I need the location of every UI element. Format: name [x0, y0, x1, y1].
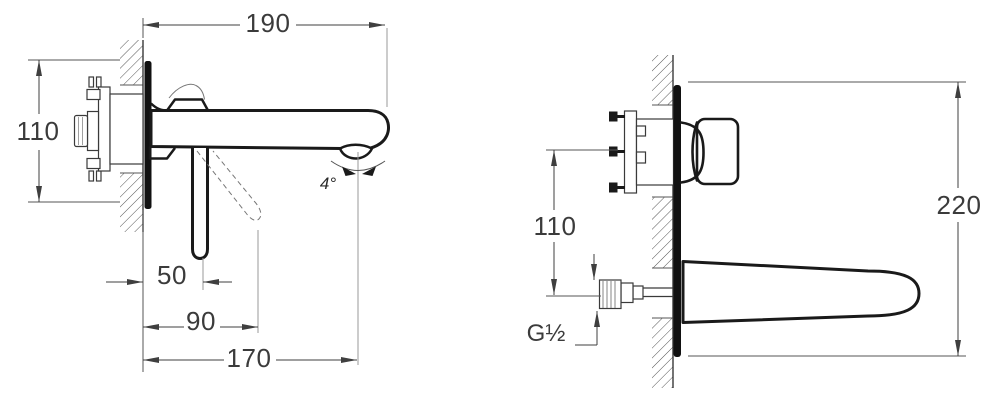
dim-label-handle-offset: 50 [157, 260, 187, 290]
dimension-valve-height: 110 [17, 59, 120, 203]
dim-label-spout-length: 190 [246, 8, 291, 38]
mounting-pin [95, 76, 102, 88]
faucet-handle-front [679, 117, 740, 186]
handle-stem-curve [691, 121, 699, 182]
dim-label-plate-height: 220 [937, 190, 982, 220]
lever-pivot-cap [150, 98, 210, 112]
handle-base [148, 146, 176, 160]
dim-label-inlet-height: 110 [534, 211, 577, 241]
handle-swung-outline [196, 150, 262, 221]
wall-hatch-bottom [120, 173, 143, 232]
aerator [338, 143, 374, 160]
front-view: 110 G½ 220 [527, 55, 982, 388]
faucet-handle-side [191, 146, 209, 260]
angle-arc [330, 160, 386, 171]
dimension-spout-reach: 170 [143, 343, 357, 373]
angle-arrow-left [342, 166, 356, 176]
threaded-inlet [598, 279, 674, 310]
handle-knob [695, 117, 740, 186]
screw [609, 146, 618, 157]
bracket-screw [86, 157, 101, 170]
dimension-inlet-height: 110 [534, 149, 618, 297]
lever-raised-outline [168, 83, 205, 100]
bracket-notch [635, 125, 647, 137]
inlet-flange [620, 282, 634, 304]
dim-label-handle-reach: 90 [186, 306, 216, 336]
thread-ridges [602, 281, 616, 308]
inlet-thread [598, 279, 622, 310]
mounting-pin [95, 170, 102, 182]
dimension-handle-reach: 90 [143, 306, 258, 336]
faucet-spout-front [681, 260, 921, 324]
angle-arrow-right [362, 166, 376, 176]
wall-hatch-side [120, 40, 144, 232]
mounting-pin [88, 170, 95, 182]
escutcheon-plate-front [673, 85, 681, 357]
wall-hatch-bottom [652, 318, 673, 388]
dim-label-valve-height: 110 [17, 116, 60, 146]
valve-housing [109, 93, 144, 165]
dimension-plate-height: 220 [688, 81, 982, 357]
bracket-screws [609, 111, 625, 193]
wall-hatch-front [652, 55, 674, 388]
side-view: 190 110 50 90 170 [17, 8, 390, 373]
dim-label-spout-reach: 170 [227, 343, 272, 373]
wall-hatch-top [120, 40, 143, 85]
dimension-handle-offset: 50 [106, 260, 232, 290]
wall-hatch-middle [652, 197, 673, 268]
dimension-spout-length: 190 [143, 8, 385, 38]
screw [609, 111, 618, 122]
mounting-bracket [623, 110, 638, 194]
cartridge-knob [73, 114, 89, 148]
screw [609, 182, 618, 193]
handle-escutcheon-dome [679, 121, 705, 184]
mounting-pin [88, 76, 95, 88]
inlet-neck [632, 285, 644, 300]
dim-label-thread-size: G½ [527, 320, 566, 347]
dim-label-spout-angle: 4° [320, 174, 336, 193]
concealed-valve-front [609, 110, 675, 194]
callout-thread-size: G½ [527, 254, 600, 347]
cartridge-flange [86, 110, 100, 152]
wall-hatch-top [652, 55, 673, 105]
bracket-screw [86, 88, 101, 101]
escutcheon-plate-side [144, 61, 152, 209]
faucet-spout-side [149, 109, 390, 150]
concealed-valve-body [73, 76, 144, 182]
bracket-notch [635, 151, 647, 164]
annotation-spout-angle: 4° [320, 160, 386, 193]
